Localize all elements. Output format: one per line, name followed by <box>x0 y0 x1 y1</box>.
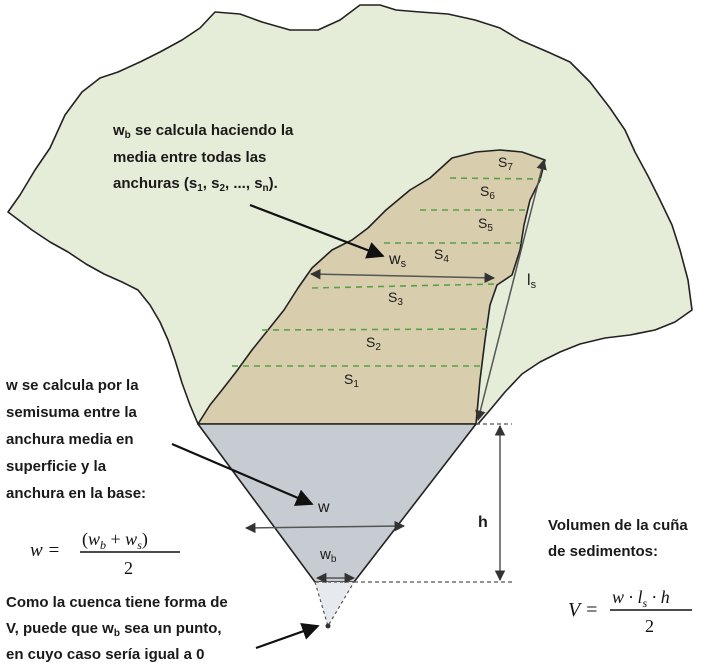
svg-text:wb se calcula haciendo la: wb se calcula haciendo la <box>112 122 294 141</box>
svg-text:anchuras (s1, s2, ..., sn).: anchuras (s1, s2, ..., sn). <box>113 175 278 194</box>
w-label: w <box>317 499 330 516</box>
wb-note: wb se calcula haciendo la media entre to… <box>112 122 294 194</box>
v-note: Como la cuenca tiene forma de V, puede q… <box>6 594 228 663</box>
svg-text:Como la cuenca tiene forma de: Como la cuenca tiene forma de <box>6 594 228 611</box>
w-arrow <box>244 520 406 534</box>
ws-arrow <box>309 268 496 284</box>
w-formula: w = (wb + ws) 2 <box>30 529 180 578</box>
svg-text:w =: w = <box>30 540 60 561</box>
svg-text:2: 2 <box>124 558 133 578</box>
svg-text:media entre todas las: media entre todas las <box>113 149 266 166</box>
v-point <box>325 623 331 629</box>
svg-text:V, puede que wb sea un punto,: V, puede que wb sea un punto, <box>6 620 222 639</box>
v-extension <box>314 581 356 628</box>
volume-note: Volumen de la cuña de sedimentos: <box>548 517 688 560</box>
svg-text:2: 2 <box>645 616 654 636</box>
ls-arrow <box>475 158 547 422</box>
w-note-pointer <box>171 442 314 506</box>
svg-text:anchura en la base:: anchura en la base: <box>6 485 146 502</box>
svg-text:Volumen de la cuña: Volumen de la cuña <box>548 517 688 534</box>
wb-note-pointer <box>249 203 385 259</box>
svg-text:w se calcula por la: w se calcula por la <box>5 377 139 394</box>
svg-text:anchura media en: anchura media en <box>6 431 134 448</box>
svg-text:en cuyo caso sería igual a 0: en cuyo caso sería igual a 0 <box>6 646 204 663</box>
svg-text:de sedimentos:: de sedimentos: <box>548 543 658 560</box>
svg-text:(wb + ws): (wb + ws) <box>82 529 148 552</box>
ls-label: ls <box>527 272 537 291</box>
h-label: h <box>478 514 488 531</box>
volume-formula: V = w · ls · h 2 <box>568 587 692 636</box>
svg-text:w · ls · h: w · ls · h <box>612 587 670 610</box>
cross-section-triangle <box>197 423 477 583</box>
svg-text:superficie y la: superficie y la <box>6 458 107 475</box>
w-note: w se calcula por la semisuma entre la an… <box>5 377 146 502</box>
v-note-pointer <box>255 623 320 650</box>
svg-text:V =: V = <box>568 599 598 621</box>
svg-text:semisuma entre la: semisuma entre la <box>6 404 138 421</box>
